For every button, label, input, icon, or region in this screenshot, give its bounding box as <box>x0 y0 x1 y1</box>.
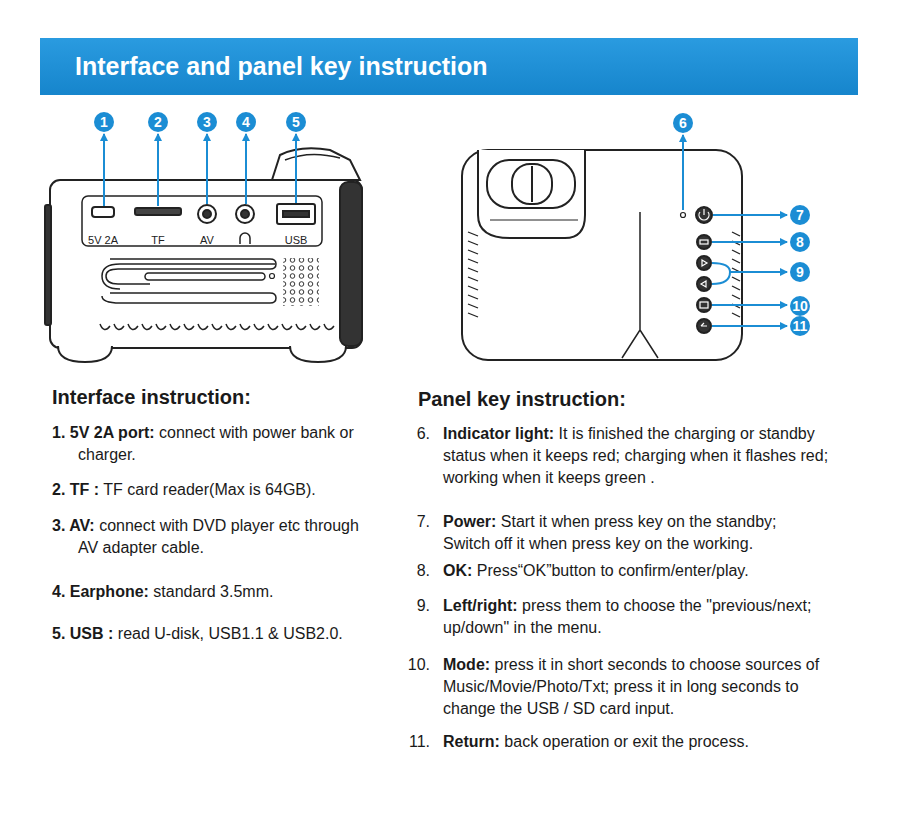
ridge <box>142 324 152 330</box>
callout-circle: 5 <box>286 112 306 132</box>
item-number: 7. <box>417 511 430 533</box>
instruction-item: 4. Earphone: standard 3.5mm. <box>52 581 380 603</box>
instruction-item: Left/right: press them to choose the "pr… <box>443 595 843 639</box>
ridge <box>198 324 208 330</box>
item-number: 6. <box>417 423 430 445</box>
vent-line <box>732 286 740 290</box>
item-description: Press“OK”button to confirm/enter/play. <box>477 562 749 579</box>
ridge <box>310 324 320 330</box>
item-name: OK: <box>443 562 472 579</box>
ridge <box>324 324 334 330</box>
callout-number: 3 <box>203 115 211 129</box>
vent-line <box>732 259 740 263</box>
ridge <box>282 324 292 330</box>
ridge <box>240 324 250 330</box>
section-heading: Interface instruction: <box>52 386 251 409</box>
item-name: Left/right: <box>443 597 518 614</box>
item-name: Return: <box>443 733 500 750</box>
callout-circle: 4 <box>236 112 256 132</box>
item-description: standard 3.5mm. <box>153 583 273 600</box>
instruction-item: Return: back operation or exit the proce… <box>443 731 863 753</box>
item-name: 3. AV: <box>52 517 95 534</box>
ridge <box>114 324 124 330</box>
callout-circle: 7 <box>790 205 810 225</box>
vent-line <box>468 232 478 236</box>
instruction-item: Power: Start it when press key on the st… <box>443 511 823 555</box>
ridge <box>268 324 278 330</box>
item-description: read U-disk, USB1.1 & USB2.0. <box>118 625 343 642</box>
item-number: 9. <box>417 595 430 617</box>
vent-line <box>732 232 740 236</box>
ridge <box>296 324 306 330</box>
ridge <box>212 324 222 330</box>
vent-line <box>732 250 740 254</box>
vent-line <box>468 304 478 308</box>
ridge <box>170 324 180 330</box>
vent-line <box>468 259 478 263</box>
port-label: TF <box>151 234 164 246</box>
item-name: Power: <box>443 513 496 530</box>
vent-line <box>732 277 740 281</box>
instruction-item: 1. 5V 2A port: connect with power bank o… <box>52 422 380 466</box>
item-description: connect with DVD player etc through AV a… <box>78 517 359 556</box>
ridge <box>156 324 166 330</box>
callout-number: 11 <box>793 319 808 333</box>
ridge <box>128 324 138 330</box>
vent-line <box>468 250 478 254</box>
vent-line <box>468 286 478 290</box>
item-name: 5. USB : <box>52 625 113 642</box>
title-text: Interface and panel key instruction <box>75 52 488 81</box>
ridge <box>254 324 264 330</box>
vent-line <box>468 313 478 317</box>
instruction-item: Mode: press it in short seconds to choos… <box>443 654 855 720</box>
ridge <box>100 324 110 330</box>
callout-circle: 6 <box>673 113 693 133</box>
port-label: 5V 2A <box>88 234 118 246</box>
callout-number: 1 <box>100 115 108 129</box>
callout-circle: 11 <box>790 316 810 336</box>
callout-number: 2 <box>154 115 162 129</box>
item-name: 4. Earphone: <box>52 583 149 600</box>
item-name: 1. 5V 2A port: <box>52 424 155 441</box>
callout-circle: 8 <box>790 232 810 252</box>
item-name: Indicator light: <box>443 425 554 442</box>
item-number: 11. <box>409 731 430 753</box>
item-name: Mode: <box>443 656 490 673</box>
callout-circle: 2 <box>148 112 168 132</box>
item-number: 8. <box>417 560 430 582</box>
instruction-item: Indicator light: It is finished the char… <box>443 423 845 489</box>
item-name: 2. TF : <box>52 481 99 498</box>
item-number: 10. <box>408 654 430 676</box>
ridge <box>226 324 236 330</box>
callout-number: 9 <box>796 265 804 279</box>
callout-number: 5 <box>292 115 300 129</box>
vent-line <box>732 295 740 299</box>
section-heading: Panel key instruction: <box>418 388 626 411</box>
vent-line <box>468 295 478 299</box>
instruction-item: OK: Press“OK”button to confirm/enter/pla… <box>443 560 863 582</box>
vent-line <box>468 268 478 272</box>
ridge <box>184 324 194 330</box>
callout-circle: 3 <box>197 112 217 132</box>
item-description: press it in short seconds to choose sour… <box>443 656 819 717</box>
callout-circle: 10 <box>790 296 810 316</box>
instruction-item: 5. USB : read U-disk, USB1.1 & USB2.0. <box>52 623 380 645</box>
callout-circle: 9 <box>790 262 810 282</box>
port-label: AV <box>200 234 214 246</box>
callout-circle: 1 <box>94 112 114 132</box>
instruction-item: 2. TF : TF card reader(Max is 64GB). <box>52 479 380 501</box>
callout-number: 7 <box>796 208 804 222</box>
vent-line <box>732 313 740 317</box>
instruction-item: 3. AV: connect with DVD player etc throu… <box>52 515 380 559</box>
callout-number: 6 <box>679 116 687 130</box>
callout-number: 4 <box>242 115 250 129</box>
port-label: USB <box>285 234 308 246</box>
vent-line <box>468 277 478 281</box>
item-description: TF card reader(Max is 64GB). <box>103 481 316 498</box>
vent-line <box>468 241 478 245</box>
item-description: back operation or exit the process. <box>504 733 749 750</box>
callout-number: 8 <box>796 235 804 249</box>
callout-number: 10 <box>792 299 808 313</box>
